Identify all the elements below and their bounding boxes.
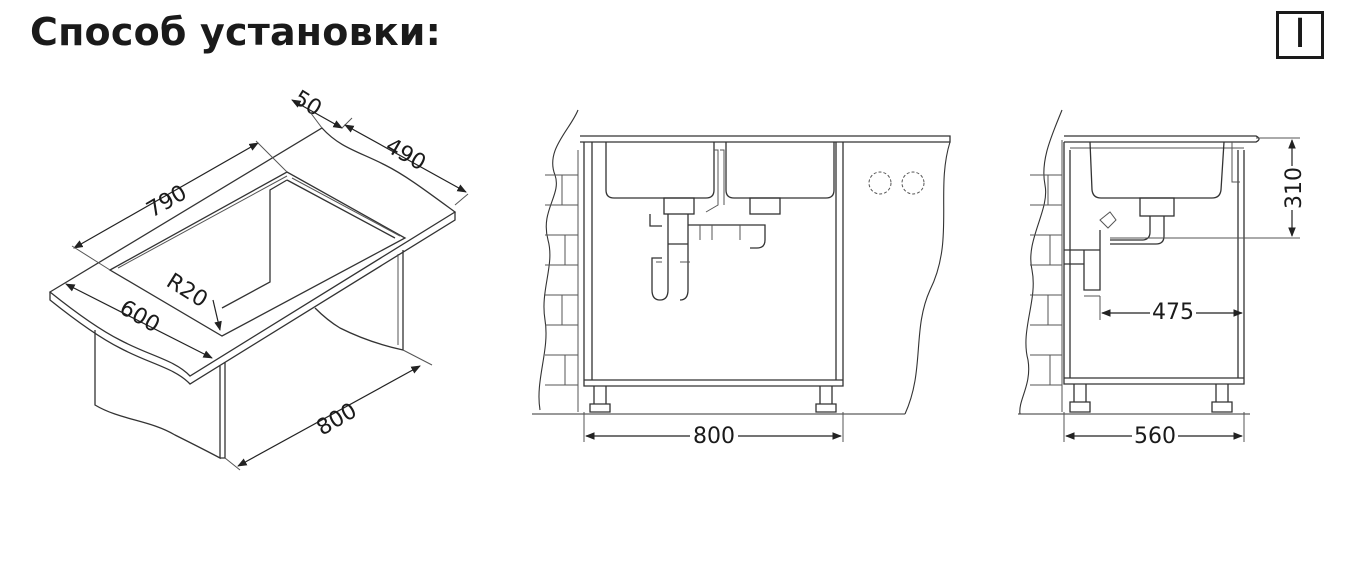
dim-label-50: 50 bbox=[289, 86, 326, 122]
front-drain-right bbox=[749, 197, 781, 215]
dim-label-490: 490 bbox=[381, 134, 430, 177]
front-wall-left-edge bbox=[538, 109, 579, 411]
dim-line-490 bbox=[344, 124, 467, 193]
side-view: 310 475 560 bbox=[1018, 109, 1307, 449]
front-siphon-detail bbox=[656, 225, 741, 263]
page-title: Способ установки: bbox=[30, 10, 442, 54]
dim-label-bg bbox=[1132, 423, 1178, 447]
dim-label-800-front: 800 bbox=[693, 424, 735, 449]
front-cabinet-leg-left bbox=[589, 386, 611, 413]
ext-line bbox=[309, 111, 323, 129]
side-wall-left-edge bbox=[1019, 109, 1063, 415]
dim-label-790: 790 bbox=[143, 181, 192, 224]
dim-label-bg bbox=[690, 423, 738, 447]
ext-line bbox=[341, 117, 353, 129]
dim-line-790 bbox=[73, 142, 259, 249]
dim-label-560: 560 bbox=[1134, 424, 1176, 449]
dim-line-600 bbox=[65, 283, 213, 359]
dim-label-bg bbox=[1150, 300, 1196, 320]
front-sink-bowl-right bbox=[725, 142, 835, 199]
front-overflow-pipe bbox=[705, 149, 725, 213]
cabinet-right-side bbox=[314, 250, 404, 351]
dim-line-r20 bbox=[212, 299, 222, 331]
side-cabinet-leg-left bbox=[1069, 384, 1091, 413]
front-countertop bbox=[580, 135, 951, 143]
installation-type-badge: I bbox=[1276, 11, 1324, 59]
side-cabinet-top-rail bbox=[1070, 142, 1244, 183]
dim-line-800-iso bbox=[237, 365, 421, 467]
side-sink-bowl bbox=[1089, 141, 1225, 199]
dim-label-r20: R20 bbox=[162, 269, 212, 313]
side-drain-pipe bbox=[1064, 216, 1165, 291]
front-cabinet-leg-right bbox=[815, 386, 837, 413]
ext-line bbox=[71, 245, 111, 271]
side-cabinet-leg-right bbox=[1211, 384, 1233, 413]
dim-label-475: 475 bbox=[1152, 300, 1194, 325]
dim-label-600: 600 bbox=[115, 296, 164, 339]
socket-icon bbox=[868, 171, 892, 195]
side-countertop bbox=[1064, 135, 1260, 143]
front-view: 800 bbox=[532, 109, 951, 449]
front-siphon bbox=[649, 214, 766, 301]
cabinet-left-side bbox=[94, 330, 221, 460]
socket-icon bbox=[901, 171, 925, 195]
side-drain bbox=[1139, 197, 1175, 217]
ext-line bbox=[255, 140, 288, 173]
front-sink-bowl-left bbox=[605, 142, 715, 199]
sink-bowl-inner bbox=[221, 179, 396, 309]
ext-line bbox=[454, 193, 469, 206]
dim-label-bg bbox=[1282, 166, 1304, 210]
front-cabinet bbox=[583, 142, 844, 387]
front-drain-left bbox=[663, 197, 695, 215]
dim-label-310: 310 bbox=[1282, 167, 1307, 209]
ext-line bbox=[402, 349, 433, 366]
side-drain-detail bbox=[1084, 211, 1117, 297]
countertop-outline bbox=[48, 127, 457, 377]
isometric-view: 50 490 790 R20 600 800 bbox=[48, 86, 469, 471]
front-wall-right-edge bbox=[904, 141, 951, 415]
side-brick-wall bbox=[1030, 140, 1063, 412]
ext-line bbox=[224, 457, 241, 471]
front-brick-wall bbox=[545, 150, 579, 412]
dim-label-800-iso: 800 bbox=[313, 399, 362, 442]
cabinet-front bbox=[220, 362, 226, 459]
sink-bowl-detail bbox=[117, 175, 401, 269]
dim-line-50 bbox=[291, 99, 343, 129]
